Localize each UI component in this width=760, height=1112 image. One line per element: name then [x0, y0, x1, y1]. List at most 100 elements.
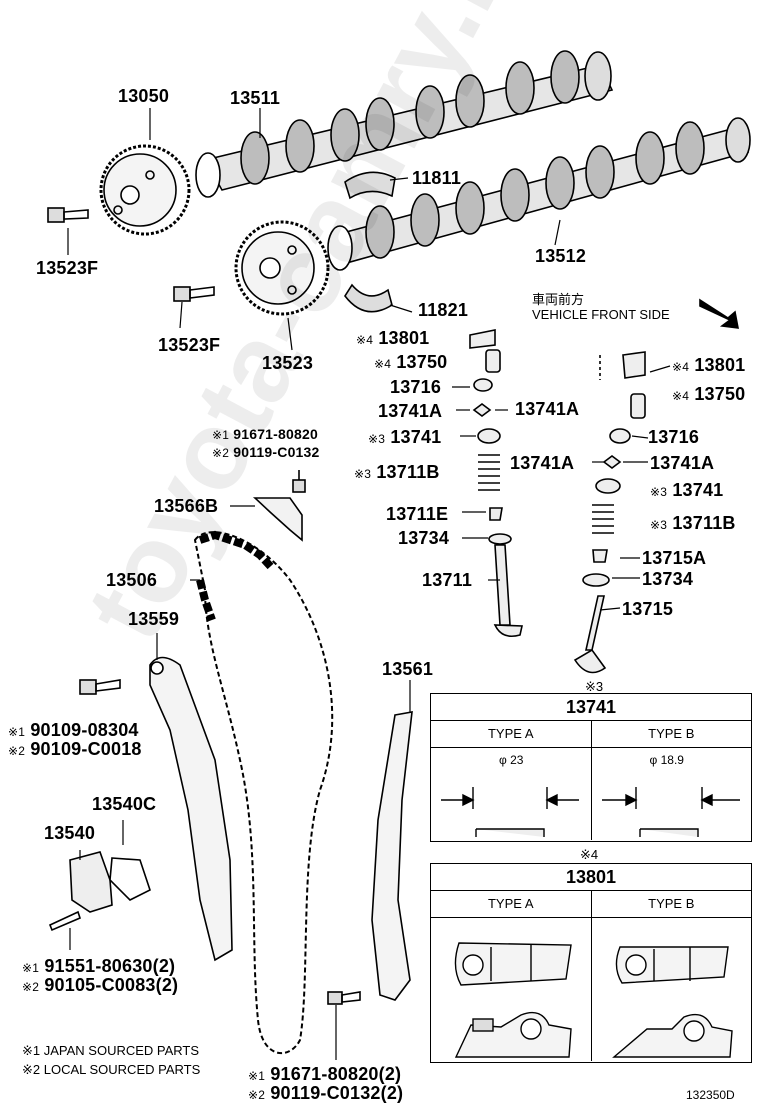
- chain-links-lower: [196, 579, 216, 622]
- timing-chain-13506: [193, 531, 334, 1055]
- chain-damper-13561: [371, 711, 413, 1001]
- bolt-label-4b-text: 90119-C0132(2): [270, 1083, 404, 1103]
- chain-guide-13566B: [252, 497, 303, 542]
- chain-links: [198, 530, 275, 571]
- label-13801-right: ※4 13801: [672, 355, 745, 376]
- bolt-label-2b-text: 90109-C0018: [30, 739, 142, 759]
- label-13734-right: 13734: [642, 569, 694, 589]
- mark-4: ※4: [356, 333, 374, 347]
- label-13716-left: 13716: [390, 377, 442, 397]
- legend-japan: ※1 JAPAN SOURCED PARTS: [22, 1043, 200, 1058]
- label-13523F-a: 13523F: [36, 258, 99, 278]
- valve-stack-right: [573, 351, 646, 674]
- table-13801-title: 13801: [431, 864, 751, 891]
- mark-3: ※3: [650, 518, 668, 532]
- direction-jp: 車両前方: [532, 292, 585, 307]
- rocker-arm-type-b: [611, 946, 733, 1058]
- label-13750-left: ※4 13750: [374, 352, 447, 373]
- mark-3: ※3: [368, 432, 386, 446]
- mark-4: ※4: [672, 360, 690, 374]
- label-13711E: 13711E: [386, 504, 449, 524]
- label-13741A-right-1: 13741A: [510, 453, 575, 473]
- bolt-13566B: [292, 470, 306, 493]
- bolt-label-4b: ※2 90119-C0132(2): [248, 1083, 403, 1104]
- table-13801-type-b-label: TYPE B: [591, 891, 751, 918]
- label-13734-left: 13734: [398, 528, 450, 548]
- label-13741A-left-2: 13741A: [515, 399, 580, 419]
- mark-2: ※2: [22, 980, 40, 994]
- label-13540C: 13540C: [92, 794, 157, 814]
- sprocket-13523: [234, 220, 330, 316]
- dim-b: φ 18.9: [649, 753, 684, 767]
- figure-id: 132350D: [686, 1088, 735, 1102]
- bearing-11821: [344, 283, 393, 313]
- label-13750-right-text: 13750: [694, 384, 746, 404]
- direction-en: VEHICLE FRONT SIDE: [532, 307, 670, 322]
- mark-2: ※2: [248, 1088, 266, 1102]
- mark-3-valve: ※3: [585, 679, 604, 694]
- bolt-label-1a-text: 91671-80820: [233, 426, 318, 442]
- label-13523: 13523: [262, 353, 314, 373]
- bolt-13523F-b: [173, 286, 215, 302]
- bolt-label-2b: ※2 90109-C0018: [8, 739, 142, 760]
- table-13801-mark: ※4: [580, 847, 599, 862]
- valve-stack-left: [469, 329, 523, 638]
- label-13711B-right: ※3 13711B: [650, 513, 736, 534]
- tensioner-13540: [69, 851, 151, 913]
- label-11821: 11821: [418, 300, 469, 320]
- bolt-tensioner-arm: [79, 679, 121, 695]
- table-13801-type-b: TYPE B: [590, 891, 751, 1061]
- label-13540: 13540: [44, 823, 96, 843]
- vvt-gear-13050: [99, 144, 191, 236]
- table-13741-type-a: TYPE A φ 23: [431, 721, 591, 840]
- table-13801: 13801 TYPE A TYPE B: [430, 863, 752, 1063]
- label-13801-left-text: 13801: [378, 328, 430, 348]
- bolt-damper: [327, 991, 361, 1005]
- mark-1: ※1: [248, 1069, 266, 1083]
- bolt-label-1b: ※2 90119-C0132: [212, 444, 320, 460]
- label-13715: 13715: [622, 599, 674, 619]
- bolt-label-4a-text: 91671-80820(2): [270, 1064, 402, 1084]
- label-13711B-right-text: 13711B: [672, 513, 736, 533]
- mark-3: ※3: [650, 485, 668, 499]
- table-13741-type-b: TYPE B φ 18.9: [590, 721, 751, 840]
- rocker-arm-type-a: [454, 942, 572, 1058]
- label-13716-right: 13716: [648, 427, 700, 447]
- leader-lines: [67, 108, 671, 1060]
- label-13711B-left-text: 13711B: [376, 462, 440, 482]
- mark-1: ※1: [212, 428, 230, 442]
- bolt-13523F-a: [47, 207, 89, 223]
- label-13711B-left: ※3 13711B: [354, 462, 440, 483]
- table-13801-cols: TYPE A TYPE B: [431, 891, 751, 1061]
- mark-1: ※1: [8, 725, 26, 739]
- bolt-label-3b-text: 90105-C0083(2): [44, 975, 179, 995]
- label-13506: 13506: [106, 570, 158, 590]
- label-13741A-left-1: 13741A: [378, 401, 443, 421]
- label-13741-right: ※3 13741: [650, 480, 723, 501]
- label-13741-left-text: 13741: [390, 427, 442, 447]
- mark-2: ※2: [8, 744, 26, 758]
- table-13741: 13741 TYPE A φ 23 TYPE B φ 18.9: [430, 693, 752, 842]
- bolt-label-3a-text: 91551-80630(2): [44, 956, 176, 976]
- valve-retainer-type-a: [441, 787, 579, 837]
- table-13741-type-a-label: TYPE A: [431, 721, 591, 748]
- table-13741-cols: TYPE A φ 23 TYPE B φ 18.9: [431, 721, 751, 840]
- label-13750-right: ※4 13750: [672, 384, 745, 405]
- label-13711: 13711: [422, 570, 473, 590]
- bolt-label-3b: ※2 90105-C0083(2): [22, 975, 178, 996]
- label-13750-left-text: 13750: [396, 352, 448, 372]
- bolt-label-1b-text: 90119-C0132: [233, 444, 320, 460]
- mark-1: ※1: [22, 961, 40, 975]
- camshaft-13511: [195, 50, 614, 198]
- dim-a: φ 23: [499, 753, 524, 767]
- front-arrow-shape: [699, 298, 739, 329]
- bolt-label-1a: ※1 91671-80820: [212, 426, 318, 442]
- label-11811: 11811: [412, 168, 462, 188]
- label-13050: 13050: [118, 86, 170, 106]
- table-13801-type-a: TYPE A: [431, 891, 591, 1061]
- bearing-11811: [344, 171, 396, 200]
- bolt-label-3a: ※1 91551-80630(2): [22, 956, 175, 977]
- label-13741-right-text: 13741: [672, 480, 724, 500]
- label-13512: 13512: [535, 246, 587, 266]
